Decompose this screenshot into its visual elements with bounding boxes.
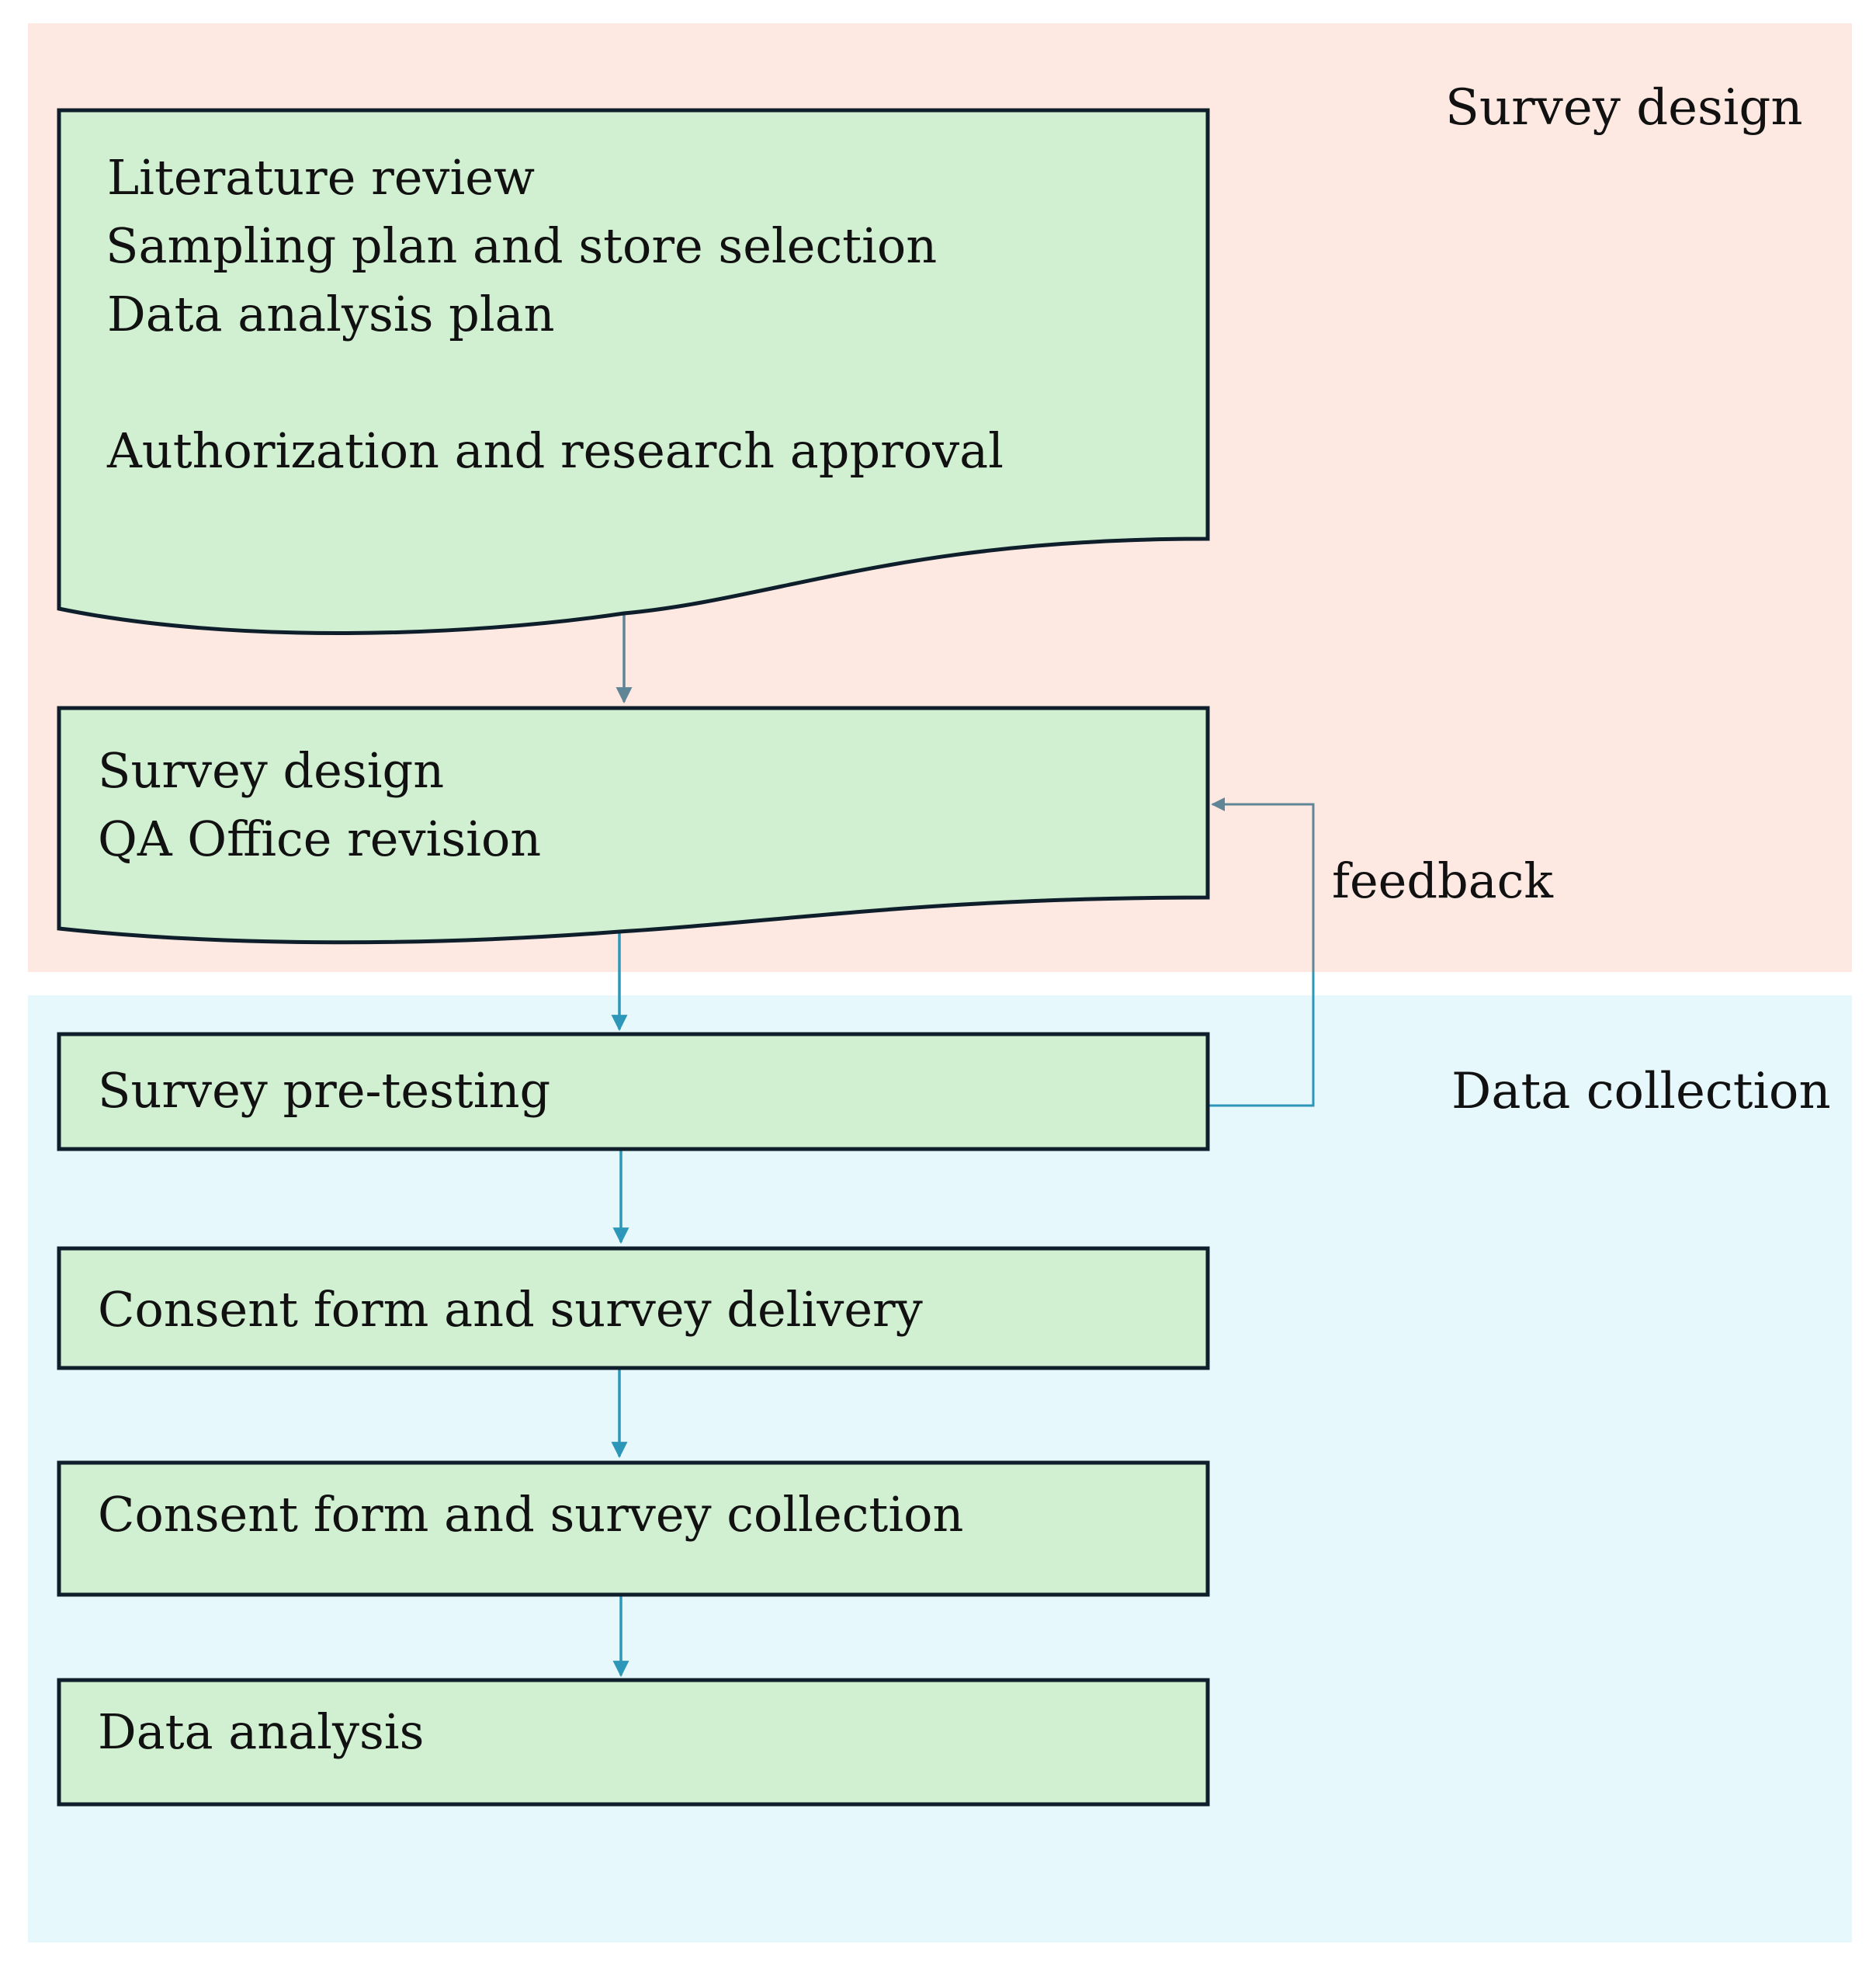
collection-node: Consent form and survey collection [57, 1460, 1210, 1597]
collection-label: Consent form and survey collection [98, 1486, 963, 1543]
survey-design-line-1: Survey design [98, 742, 444, 799]
pretesting-node: Survey pre-testing [57, 1032, 1210, 1151]
feedback-label: feedback [1332, 852, 1553, 909]
pretesting-label: Survey pre-testing [98, 1062, 550, 1119]
planning-line-2: Sampling plan and store selection [106, 217, 937, 274]
analysis-label: Data analysis [98, 1703, 424, 1760]
survey-design-line-2: QA Office revision [98, 811, 541, 867]
delivery-label: Consent form and survey delivery [98, 1281, 923, 1338]
edge-feedback-loop [1209, 797, 1315, 1107]
survey-design-section-label: Survey design [1445, 79, 1803, 137]
delivery-node: Consent form and survey delivery [57, 1246, 1210, 1370]
survey-design-document-node: Survey design QA Office revision [57, 706, 1210, 945]
data-collection-section-label: Data collection [1451, 1063, 1831, 1120]
planning-document-node: Literature review Sampling plan and stor… [57, 108, 1210, 635]
planning-line-3: Data analysis plan [107, 286, 555, 342]
planning-line-5: Authorization and research approval [106, 422, 1004, 479]
analysis-node: Data analysis [57, 1678, 1210, 1807]
planning-line-1: Literature review [107, 149, 535, 206]
